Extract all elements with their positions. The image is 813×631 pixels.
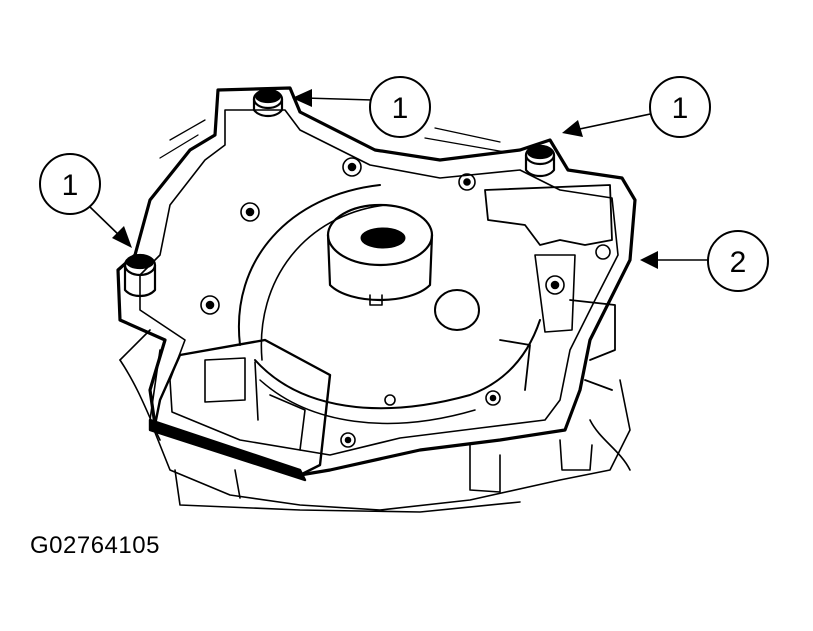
lower-right-tabs — [499, 299, 616, 391]
right-boss — [534, 254, 576, 333]
bolt-hole — [595, 244, 611, 260]
cover-rib-arc — [237, 184, 381, 346]
leader-right-side — [640, 251, 713, 269]
bolt-top-right — [524, 144, 556, 178]
bolt-hole — [458, 173, 476, 191]
transmission-assembly-drawing — [89, 86, 713, 513]
cover-lower-arc-inner — [259, 379, 476, 425]
callout-right-side: 2 — [707, 230, 769, 292]
cover-rib-arc-inner — [260, 204, 386, 361]
bolt-holes — [200, 157, 611, 448]
cover-lower-arc — [254, 319, 541, 410]
small-port — [434, 289, 480, 331]
lower-left-block — [148, 338, 332, 482]
bolt-hole — [342, 157, 362, 177]
callout-number: 1 — [392, 92, 409, 125]
lower-housing — [119, 329, 631, 513]
cover-right-panel — [484, 184, 613, 246]
callout-number: 1 — [62, 169, 79, 202]
central-port — [326, 203, 434, 306]
callout-top-right: 1 — [649, 76, 711, 138]
figure-code: G02764105 — [30, 532, 160, 559]
bolt-hole — [545, 275, 565, 295]
bolt-hole — [384, 394, 396, 406]
bolt-hole — [200, 295, 220, 315]
leader-top-center — [292, 89, 373, 107]
cover-outline — [116, 86, 637, 477]
leader-top-right — [562, 112, 656, 137]
bolt-top-center — [252, 88, 284, 118]
hatch-marks — [159, 119, 506, 159]
callout-number: 2 — [730, 246, 747, 279]
bolt-hole — [240, 202, 260, 222]
callout-number: 1 — [672, 92, 689, 125]
leader-left — [89, 206, 132, 248]
callout-top-center: 1 — [369, 76, 431, 138]
callout-left: 1 — [39, 153, 101, 215]
bolt-hole — [485, 390, 501, 406]
bolt-left — [123, 253, 157, 298]
bolt-hole — [340, 432, 356, 448]
